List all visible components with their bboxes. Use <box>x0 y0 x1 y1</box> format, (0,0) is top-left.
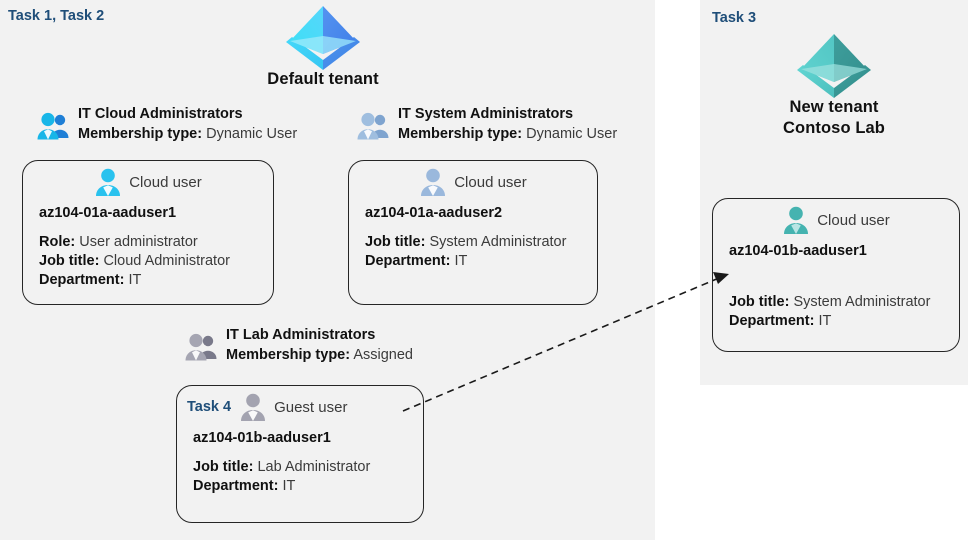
card-fields: Job title: System Administrator Departme… <box>349 233 597 271</box>
field-job-title: Job title: System Administrator <box>365 233 597 252</box>
user-type-label: Cloud user <box>129 173 202 191</box>
field-label: Department: <box>193 478 279 494</box>
group-membership-value: Dynamic User <box>526 126 618 142</box>
field-value: IT <box>282 478 296 494</box>
group-name: IT Cloud Administrators <box>78 106 243 122</box>
field-label: Job title: <box>729 294 790 310</box>
azure-ad-tenant-icon <box>228 2 418 70</box>
user-card-az104-01b-aaduser1-cloud: Cloud user az104-01b-aaduser1 Job title:… <box>712 198 960 352</box>
field-value: IT <box>454 253 468 269</box>
group-users-icon <box>36 111 70 141</box>
field-department: Department: IT <box>39 271 273 290</box>
cloud-user-icon <box>419 167 447 197</box>
task-label-3: Task 3 <box>712 10 757 26</box>
user-type-label: Guest user <box>274 398 348 416</box>
field-label: Job title: <box>193 459 254 475</box>
group-users-icon <box>356 111 390 141</box>
user-principal-name: az104-01a-aaduser1 <box>39 205 177 221</box>
group-membership-label: Membership type: <box>398 126 523 142</box>
field-value: IT <box>818 313 832 329</box>
group-membership-value: Dynamic User <box>206 126 298 142</box>
group-membership-value: Assigned <box>353 347 413 363</box>
user-principal-name: az104-01b-aaduser1 <box>729 243 867 259</box>
group-membership: Membership type: Dynamic User <box>398 124 617 145</box>
group-it-cloud-administrators: IT Cloud Administrators Membership type:… <box>36 104 297 145</box>
card-header: Cloud user <box>713 199 959 237</box>
default-tenant-panel <box>0 0 655 540</box>
field-value: User administrator <box>79 234 198 250</box>
field-label: Job title: <box>39 253 100 269</box>
user-type-label: Cloud user <box>817 211 890 229</box>
field-job-title: Job title: System Administrator <box>729 293 959 312</box>
user-type-label: Cloud user <box>454 173 527 191</box>
task-label-1-2: Task 1, Task 2 <box>8 8 105 24</box>
card-fields: Job title: Lab Administrator Department:… <box>177 458 423 496</box>
group-users-icon <box>184 332 218 362</box>
new-tenant-title-line2: Contoso Lab <box>783 119 885 137</box>
user-card-az104-01b-aaduser1-guest: Task 4 Guest user az104-01b-aaduser1 Job… <box>176 385 424 523</box>
field-job-title: Job title: Lab Administrator <box>193 458 423 477</box>
field-value: System Administrator <box>429 234 567 250</box>
task-label-4: Task 4 <box>187 399 232 415</box>
field-value: Cloud Administrator <box>103 253 230 269</box>
group-membership-label: Membership type: <box>226 347 351 363</box>
card-header: Task 4 Guest user <box>177 386 423 424</box>
card-header: Cloud user <box>23 161 273 199</box>
default-tenant-block: Default tenant <box>228 2 418 89</box>
cloud-user-icon <box>782 205 810 235</box>
guest-user-icon <box>239 392 267 422</box>
field-value: IT <box>128 272 142 288</box>
field-label: Department: <box>365 253 451 269</box>
user-principal-name: az104-01b-aaduser1 <box>193 430 331 446</box>
field-label: Job title: <box>365 234 426 250</box>
user-card-az104-01a-aaduser2: Cloud user az104-01a-aaduser2 Job title:… <box>348 160 598 305</box>
user-card-az104-01a-aaduser1: Cloud user az104-01a-aaduser1 Role: User… <box>22 160 274 305</box>
field-department: Department: IT <box>729 312 959 331</box>
group-membership-label: Membership type: <box>78 126 203 142</box>
field-label: Department: <box>39 272 125 288</box>
field-department: Department: IT <box>365 252 597 271</box>
default-tenant-title: Default tenant <box>267 70 379 88</box>
field-value: System Administrator <box>793 294 931 310</box>
azure-ad-tenant-icon <box>706 30 962 98</box>
field-value: Lab Administrator <box>257 459 371 475</box>
group-membership: Membership type: Assigned <box>226 345 413 366</box>
cloud-user-icon <box>94 167 122 197</box>
new-tenant-title-line1: New tenant <box>789 98 879 116</box>
field-job-title: Job title: Cloud Administrator <box>39 252 273 271</box>
field-label: Department: <box>729 313 815 329</box>
new-tenant-block: New tenant Contoso Lab <box>706 30 962 138</box>
card-fields: Role: User administrator Job title: Clou… <box>23 233 273 290</box>
group-it-lab-administrators: IT Lab Administrators Membership type: A… <box>184 325 413 366</box>
user-principal-name: az104-01a-aaduser2 <box>365 205 503 221</box>
group-name: IT Lab Administrators <box>226 327 376 343</box>
card-header: Cloud user <box>349 161 597 199</box>
field-department: Department: IT <box>193 477 423 496</box>
field-label: Role: <box>39 234 76 250</box>
group-name: IT System Administrators <box>398 106 574 122</box>
card-fields: Job title: System Administrator Departme… <box>713 293 959 331</box>
field-role: Role: User administrator <box>39 233 273 252</box>
group-membership: Membership type: Dynamic User <box>78 124 297 145</box>
group-it-system-administrators: IT System Administrators Membership type… <box>356 104 617 145</box>
